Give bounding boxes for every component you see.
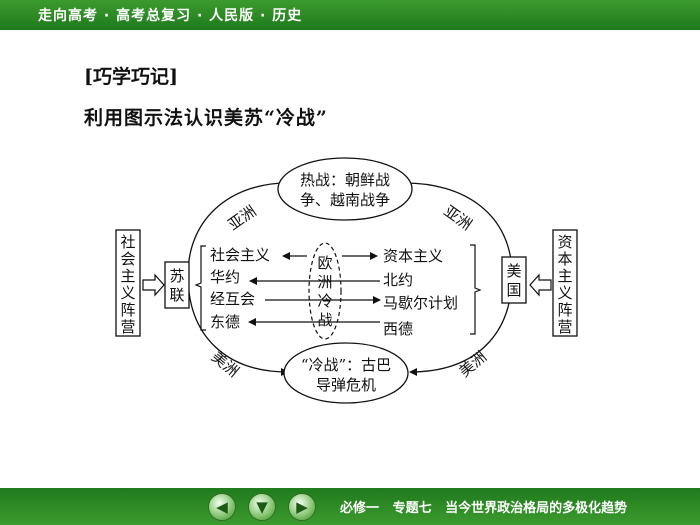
center-char: 欧 <box>317 254 332 272</box>
arc-label-bottom-left: 美洲 <box>208 348 243 381</box>
ring-left-upper <box>187 178 291 276</box>
right-camp-arrow <box>529 273 552 297</box>
ring-left-lower <box>187 274 289 376</box>
header-bar: 走向高考 · 高考总复习 · 人民版 · 历史 <box>0 0 700 30</box>
arc-label-top-right: 亚洲 <box>440 202 475 234</box>
socialist-camp-char: 义 <box>120 284 135 302</box>
capitalist-camp-char: 本 <box>557 250 572 268</box>
next-button[interactable]: ▶ <box>288 493 316 521</box>
right-item: 西德 <box>383 320 413 338</box>
bottom-event-line-1: “冷战”：古巴 <box>301 356 391 374</box>
left-item: 华约 <box>210 268 240 286</box>
capitalist-camp-char: 阵 <box>557 301 572 319</box>
socialist-camp-char: 营 <box>120 318 135 336</box>
section-subtitle: 利用图示法认识美苏“冷战” <box>84 107 328 129</box>
top-event-line-2: 争、越南战争 <box>300 191 390 209</box>
right-item: 马歇尔计划 <box>383 294 458 312</box>
right-brace <box>470 244 482 335</box>
bottom-event-ellipse <box>283 342 409 404</box>
left-item: 经互会 <box>210 290 255 308</box>
capitalist-camp-char: 资 <box>557 233 572 251</box>
header-title: 走向高考 · 高考总复习 · 人民版 · 历史 <box>38 8 303 24</box>
right-item: 北约 <box>383 271 413 289</box>
arrow-left-icon: ◀ <box>216 498 228 516</box>
top-event-ellipse <box>277 157 413 221</box>
capitalist-camp-char: 主 <box>557 267 572 285</box>
socialist-camp-char: 主 <box>120 267 135 285</box>
capitalist-camp-char: 义 <box>557 284 572 302</box>
center-char: 战 <box>317 311 332 329</box>
bottom-event-line-2: 导弹危机 <box>316 376 376 394</box>
prev-button[interactable]: ◀ <box>208 493 236 521</box>
arrow-down-icon: ▼ <box>256 498 268 516</box>
capitalist-camp-char: 营 <box>557 318 572 336</box>
usa-char: 国 <box>506 281 521 299</box>
left-brace <box>194 245 206 331</box>
footer-text: 必修一 专题七 当今世界政治格局的多极化趋势 <box>340 501 628 516</box>
footer-bar <box>0 488 700 525</box>
home-button[interactable]: ▼ <box>248 493 276 521</box>
ring-right-upper <box>401 178 513 276</box>
arc-label-bottom-right: 美洲 <box>456 348 491 381</box>
usa-box <box>501 256 527 304</box>
soviet-union-char: 联 <box>169 286 184 304</box>
left-camp-arrow <box>142 273 165 297</box>
center-char: 冷 <box>317 292 332 310</box>
socialist-camp-char: 社 <box>120 233 135 251</box>
top-event-line-1: 热战：朝鲜战 <box>300 171 390 189</box>
socialist-camp-box <box>115 229 141 337</box>
socialist-camp-char: 会 <box>120 250 135 268</box>
usa-char: 美 <box>506 262 521 280</box>
europe-cold-war-ellipse <box>308 242 342 340</box>
arc-label-top-left: 亚洲 <box>225 202 260 234</box>
soviet-union-char: 苏 <box>169 267 184 285</box>
arrow-right-icon: ▶ <box>296 498 308 516</box>
left-item: 社会主义 <box>210 246 270 264</box>
ring-right-lower <box>409 274 513 376</box>
left-item: 东德 <box>210 313 240 331</box>
socialist-camp-char: 阵 <box>120 301 135 319</box>
capitalist-camp-box <box>552 229 578 337</box>
soviet-union-box <box>164 261 190 309</box>
center-char: 洲 <box>317 273 332 291</box>
section-tag: [巧学巧记] <box>84 66 178 88</box>
right-item: 资本主义 <box>383 247 443 265</box>
